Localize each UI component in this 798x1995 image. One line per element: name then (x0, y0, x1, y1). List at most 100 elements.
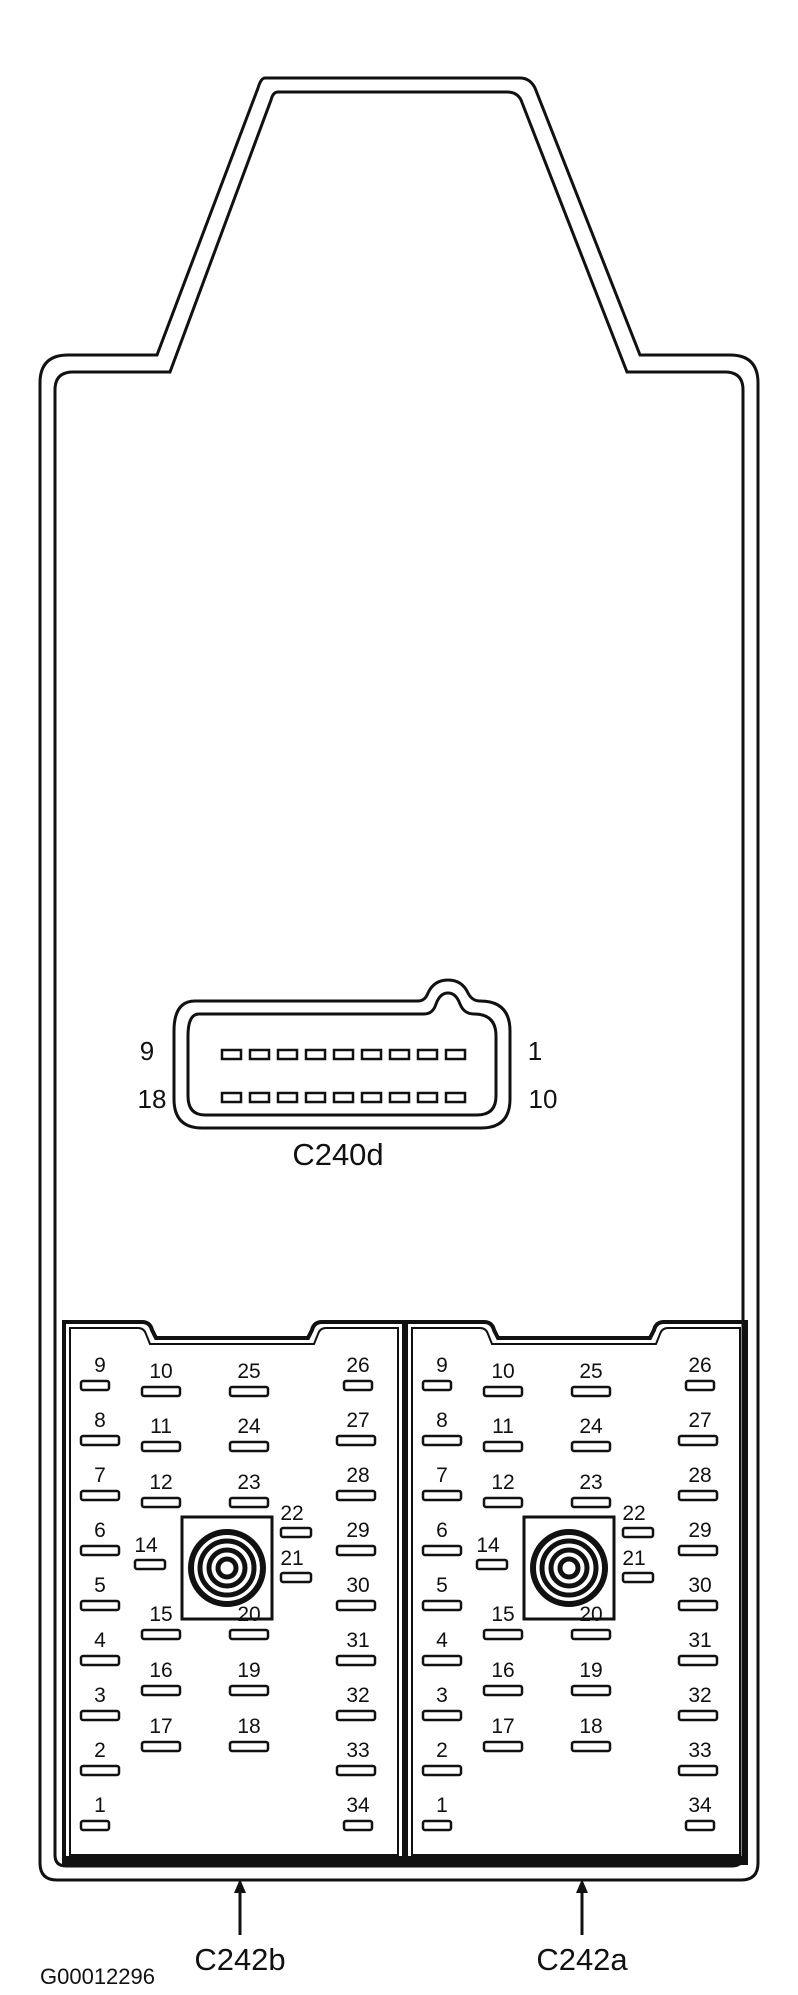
c240d-pin-slot (276, 1048, 299, 1061)
c242a-boss-ring (539, 1538, 599, 1598)
c240d-outer-shell (172, 978, 512, 1130)
c240d-pin-slot (332, 1048, 355, 1061)
c242a-pin-slot (684, 1819, 716, 1832)
c242a-pin-slot (421, 1544, 463, 1557)
c242a-bottom-rail (406, 1856, 746, 1864)
c242b-pin-slot (228, 1684, 270, 1697)
c242a-pin-slot (570, 1496, 612, 1509)
connector-c242b: 9876543211011121516171425242320191822212… (62, 1320, 406, 1865)
c242b-callout: C242b (194, 1879, 286, 1977)
c242a-pin-slot (677, 1764, 719, 1777)
c242a-pin-slot (570, 1740, 612, 1753)
c242b-pin-slot (228, 1385, 270, 1398)
connector-c242a: 9876543211011121516171425242320191822212… (404, 1320, 748, 1865)
c242b-pin-slot (228, 1496, 270, 1509)
c242a-pin-slot (677, 1489, 719, 1502)
c242a-pin-label: 8 (436, 1409, 448, 1432)
c242a-pin-label: 1 (436, 1794, 448, 1817)
c242b-pin-slot (133, 1558, 167, 1571)
c240d-pin-array (220, 1048, 467, 1104)
c242a-pin-slot (421, 1654, 463, 1667)
c242b-pin-label: 28 (346, 1464, 369, 1487)
c242b-pin-label: 2 (94, 1739, 106, 1762)
c240d-pin-slot (220, 1048, 243, 1061)
c242b-pin-slot (79, 1379, 111, 1392)
c242a-pin-label: 14 (476, 1534, 500, 1557)
c242b-pin-label: 24 (237, 1415, 261, 1438)
c242b-pin-slot (228, 1628, 270, 1641)
c242a-pin-slot (421, 1709, 463, 1722)
c242a-pin-slot (482, 1628, 524, 1641)
c242b-pin-slot (335, 1489, 377, 1502)
c242b-pin-slot (79, 1819, 111, 1832)
c242a-pin-slot (421, 1379, 453, 1392)
c242a-pin-label: 16 (491, 1659, 514, 1682)
c242a-pin-slot (621, 1526, 655, 1539)
c242a-pin-label: 6 (436, 1519, 448, 1542)
c240d-pin-slot (388, 1048, 411, 1061)
c242a-pin-label: 32 (688, 1684, 711, 1707)
c242b-pin-label: 4 (94, 1629, 106, 1652)
c242b-pin-label: 23 (237, 1471, 260, 1494)
c242a-connector-label: C242a (536, 1942, 628, 1977)
c242b-pin-slot (79, 1489, 121, 1502)
c240d-pin-slot (416, 1091, 439, 1104)
c242a-pin-slot (570, 1684, 612, 1697)
c242b-pin-slot (342, 1379, 374, 1392)
c242b-pin-label: 11 (150, 1415, 172, 1438)
c242b-pin-slot (140, 1628, 182, 1641)
c242b-pin-label: 7 (94, 1464, 106, 1487)
housing-inner-outline (53, 90, 745, 1868)
c242a-pin-slot (570, 1440, 612, 1453)
c240d-pin-slot (248, 1048, 271, 1061)
housing-outer-outline (38, 76, 760, 1882)
c242b-pin-slot (279, 1526, 313, 1539)
c242a-pin-label: 28 (688, 1464, 711, 1487)
c242b-boss-frame (180, 1515, 274, 1621)
c240d-pin-label-top-right: 1 (528, 1036, 542, 1066)
c242b-pin-label: 22 (280, 1502, 303, 1525)
c242b-pin-slot (140, 1496, 182, 1509)
c242a-pin-label: 4 (436, 1629, 448, 1652)
c242b-pin-label: 25 (237, 1360, 260, 1383)
c242b-pin-slot (79, 1764, 121, 1777)
c242b-pin-label: 34 (346, 1794, 370, 1817)
c240d-pin-slot (248, 1091, 271, 1104)
c242b-pin-slot (342, 1819, 374, 1832)
c242b-pin-label: 27 (346, 1409, 369, 1432)
c242b-pin-slot (279, 1571, 313, 1584)
c242b-boss-ring (215, 1556, 239, 1580)
c242a-pin-label: 31 (688, 1629, 711, 1652)
c242b-pin-label: 26 (346, 1354, 369, 1377)
c242b-pin-slot (335, 1764, 377, 1777)
c242a-boss-ring (557, 1556, 581, 1580)
c242a-boss-frame (522, 1515, 616, 1621)
c242b-pin-label: 10 (149, 1360, 172, 1383)
c242b-pin-label: 8 (94, 1409, 106, 1432)
c242b-pin-slot (335, 1544, 377, 1557)
c240d-pin-slot (304, 1048, 327, 1061)
c242a-pin-slot (621, 1571, 655, 1584)
c242a-inner-shell (411, 1327, 741, 1856)
c242a-pin-slot (677, 1599, 719, 1612)
c242a-pin-slot (421, 1764, 463, 1777)
c242a-pin-slot (677, 1709, 719, 1722)
c240d-connector-label: C240d (292, 1137, 383, 1172)
c240d-pin-slot (220, 1091, 243, 1104)
c242b-pin-slot (335, 1709, 377, 1722)
c242a-pin-slot (421, 1819, 453, 1832)
c242b-pin-label: 16 (149, 1659, 172, 1682)
c242b-pin-slot (79, 1709, 121, 1722)
c242a-boss-ring (530, 1529, 608, 1607)
figure-reference-id: G00012296 (40, 1964, 155, 1989)
c242b-pin-label: 15 (149, 1603, 172, 1626)
c242a-pin-label: 12 (491, 1471, 514, 1494)
c242b-boss-ring (206, 1547, 248, 1589)
c240d-pin-label-bottom-left: 18 (138, 1084, 167, 1114)
c242b-pin-label: 21 (280, 1547, 303, 1570)
c242a-pin-label: 17 (491, 1715, 514, 1738)
c242a-pin-label: 11 (492, 1415, 514, 1438)
c242a-pin-label: 18 (579, 1715, 602, 1738)
c240d-inner-shell (186, 991, 498, 1117)
